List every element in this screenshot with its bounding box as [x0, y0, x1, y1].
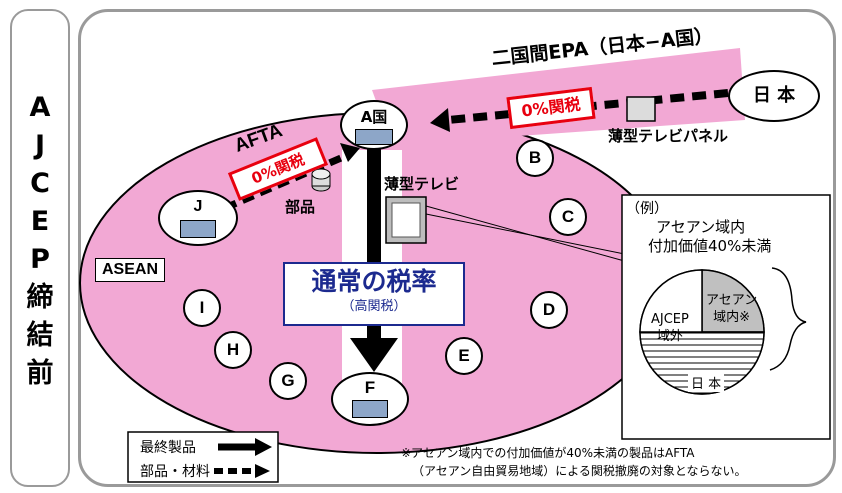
node-a: A国	[340, 100, 408, 150]
note-line1: ※アセアン域内での付加価値が40%未満の製品はAFTA	[401, 446, 695, 460]
node-i: I	[183, 289, 221, 327]
node-a-label: A国	[360, 108, 388, 126]
tv-label: 薄型テレビ	[384, 175, 460, 193]
value-added-pie	[639, 269, 765, 395]
node-e: E	[445, 337, 483, 375]
example-title: （例）	[626, 201, 668, 217]
node-f: F	[331, 372, 409, 426]
parts-arrow-japan-a-head	[430, 108, 450, 132]
node-f-label: F	[364, 378, 376, 397]
side-title-char: P	[30, 244, 50, 275]
side-title-char: J	[34, 130, 46, 161]
node-japan: 日 本	[728, 70, 820, 122]
parts-arrow-j-a-head	[340, 143, 360, 162]
legend-final-arrow-head	[255, 438, 272, 456]
factory-icon	[352, 400, 388, 418]
node-japan-label: 日 本	[752, 85, 796, 106]
normal-tariff-box: 通常の税率 （高関税）	[283, 262, 465, 326]
pie-label-outside: AJCEP 域外	[651, 311, 689, 345]
tv-panel-label: 薄型テレビパネル	[608, 127, 729, 145]
pie-label-japan: 日 本	[688, 373, 725, 392]
node-c: C	[549, 198, 587, 236]
pie-slice-outside	[639, 269, 703, 333]
parts-icon	[311, 168, 331, 192]
node-g: G	[269, 362, 307, 400]
legend-parts-label: 部品・材料	[140, 464, 210, 480]
pie-label-outside-line1: AJCEP	[651, 312, 689, 327]
side-title-char: A	[29, 92, 51, 123]
normal-tariff-label: 通常の税率	[311, 267, 437, 296]
pie-label-asean: アセアン 域内※	[706, 292, 757, 326]
high-tariff-label: （高関税）	[341, 299, 407, 314]
pie-label-asean-line1: アセアン	[706, 293, 758, 308]
final-product-arrow-head	[350, 338, 398, 372]
side-title-char: 結	[26, 320, 54, 351]
legend-box	[127, 431, 279, 483]
side-title-char: 前	[26, 358, 54, 389]
node-h: H	[214, 331, 252, 369]
tv-panel-icon	[626, 96, 656, 122]
side-title-char: 締	[26, 282, 54, 313]
side-title-char: E	[30, 206, 50, 237]
parts-label: 部品	[285, 198, 316, 216]
node-j-label: J	[193, 198, 203, 215]
factory-icon	[355, 129, 393, 145]
note-line2: （アセアン自由貿易地域）による関税撤廃の対象とならない。	[412, 464, 747, 478]
pie-label-asean-line2: 域内※	[713, 310, 751, 325]
legend-parts-arrow-head	[255, 464, 270, 478]
side-title-char: C	[30, 168, 50, 199]
factory-icon	[180, 220, 216, 238]
node-j: J	[158, 190, 238, 246]
pie-slice-japan	[639, 331, 765, 395]
asean-label: ASEAN	[95, 258, 166, 282]
example-line1: アセアン域内	[656, 218, 746, 236]
node-d: D	[530, 291, 568, 329]
legend-final-label: 最終製品	[140, 440, 196, 456]
flat-tv-icon	[385, 196, 427, 244]
pie-label-outside-line2: 域外	[656, 329, 683, 344]
example-line2: 付加価値40%未満	[648, 237, 772, 255]
node-b: B	[516, 139, 554, 177]
pie-slice-asean	[701, 269, 765, 333]
value-brace	[769, 267, 807, 371]
